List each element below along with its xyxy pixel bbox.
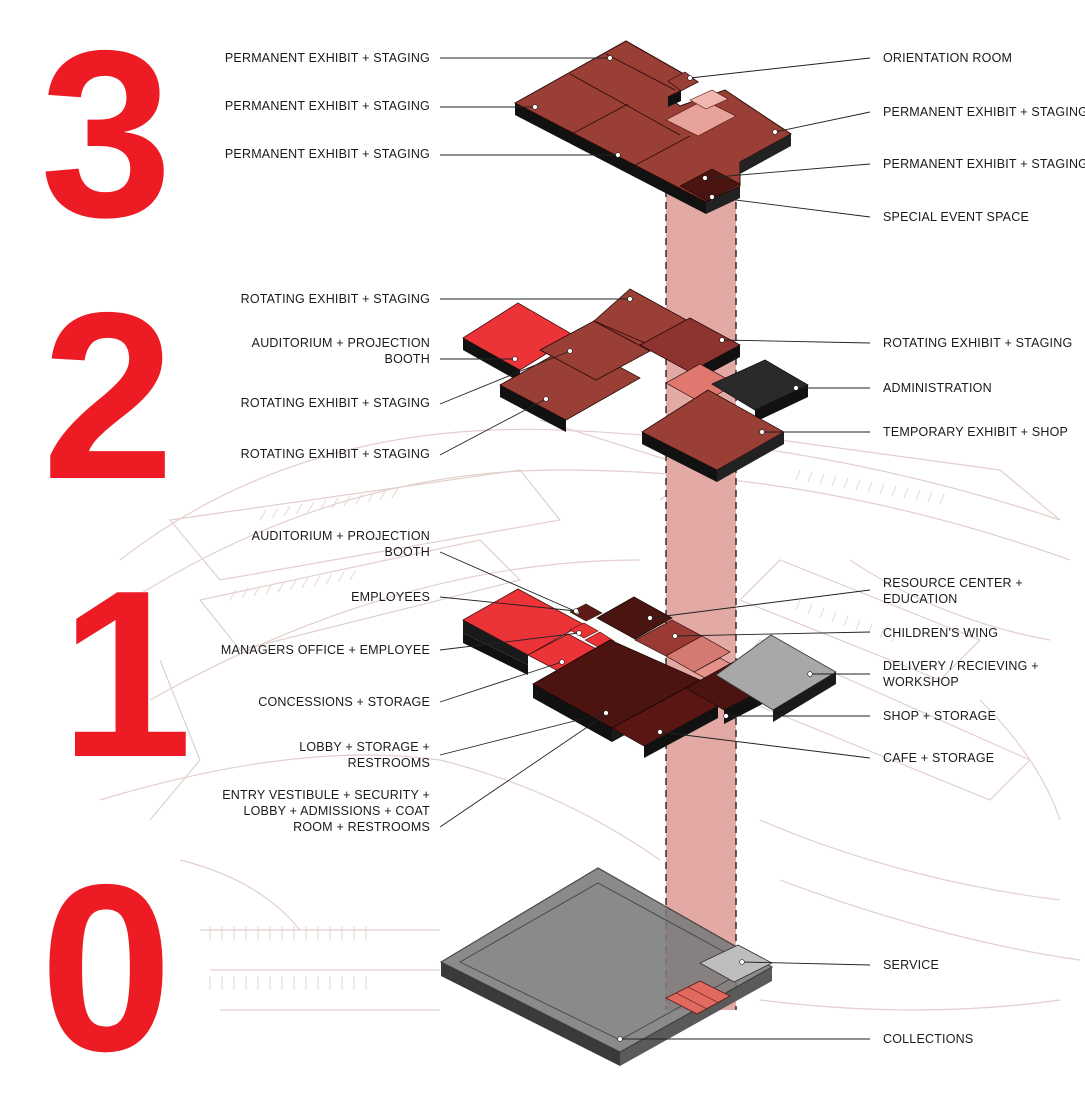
floor-3-slab [513,40,792,214]
label-managers-office: MANAGERS OFFICE + EMPLOYEE [220,643,430,657]
label-f3-permanent-exhibit-2: PERMANENT EXHIBIT + STAGING [224,99,430,113]
floor-2-slab [462,288,809,482]
label-collections: COLLECTIONS [883,1032,974,1046]
label-service: SERVICE [883,958,940,972]
label-cafe-storage: CAFE + STORAGE [883,751,995,765]
label-employees: EMPLOYEES [351,590,430,604]
label-special-event-space: SPECIAL EVENT SPACE [883,210,1029,224]
label-f2-rotating-exhibit-4: ROTATING EXHIBIT + STAGING [883,336,1073,350]
floor-number-2: 2 [42,264,175,529]
label-f2-auditorium: AUDITORIUM + PROJECTION BOOTH [251,336,430,366]
label-concessions: CONCESSIONS + STORAGE [258,695,430,709]
floor-number-1: 1 [60,542,193,807]
label-f2-rotating-exhibit-3: ROTATING EXHIBIT + STAGING [240,447,430,461]
label-orientation-room: ORIENTATION ROOM [883,51,1013,65]
vertical-core [665,190,737,1010]
parking-stripes [209,469,945,990]
floor-0-slab [439,867,774,1066]
label-temporary-exhibit-shop: TEMPORARY EXHIBIT + SHOP [883,425,1069,439]
label-resource-center: RESOURCE CENTER + EDUCATION [883,576,1023,606]
label-entry-vestibule: ENTRY VESTIBULE + SECURITY + LOBBY + ADM… [222,788,430,834]
label-delivery-workshop: DELIVERY / RECIEVING + WORKSHOP [883,659,1039,689]
label-f3-permanent-exhibit-1: PERMANENT EXHIBIT + STAGING [224,51,430,65]
site-plan-background [99,419,1081,1011]
label-lobby-storage: LOBBY + STORAGE + RESTROOMS [299,740,430,770]
label-f1-auditorium: AUDITORIUM + PROJECTION BOOTH [251,529,430,559]
leader-lines [439,57,871,1040]
label-administration: ADMINISTRATION [883,381,992,395]
label-f3-permanent-exhibit-5: PERMANENT EXHIBIT + STAGING [883,157,1085,171]
leader-dots [512,55,813,1042]
label-shop-storage: SHOP + STORAGE [883,709,997,723]
floor-number-3: 3 [40,2,173,267]
label-f2-rotating-exhibit-2: ROTATING EXHIBIT + STAGING [240,396,430,410]
label-childrens-wing: CHILDREN'S WING [883,626,999,640]
floor-1-slab [462,588,837,758]
label-f3-permanent-exhibit-4: PERMANENT EXHIBIT + STAGING [883,105,1085,119]
label-f2-rotating-exhibit-1: ROTATING EXHIBIT + STAGING [240,292,430,306]
floor-number-0: 0 [40,836,173,1101]
label-f3-permanent-exhibit-3: PERMANENT EXHIBIT + STAGING [224,147,430,161]
